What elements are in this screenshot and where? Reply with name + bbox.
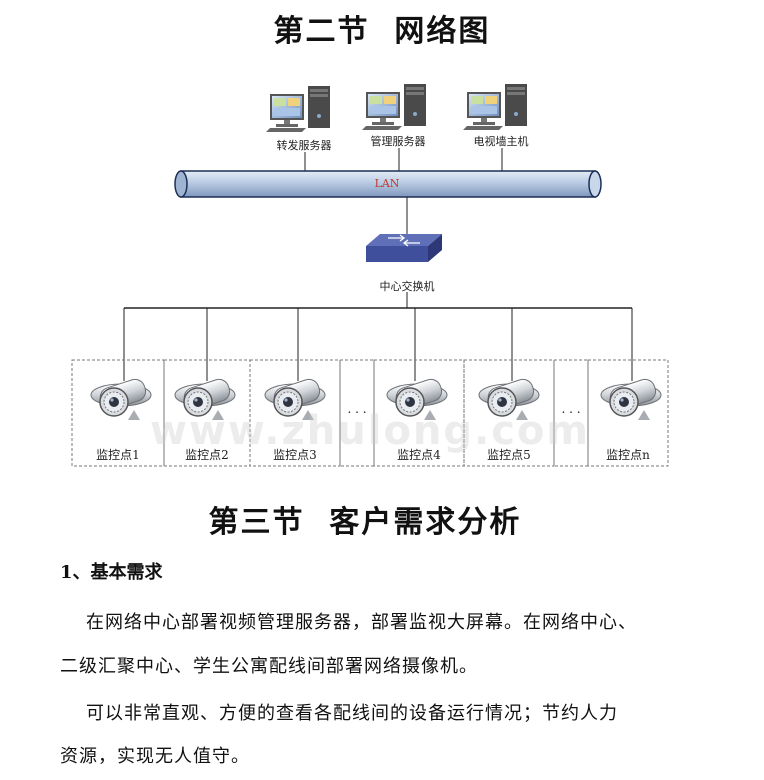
paragraph-line: 资源，实现无人值守。 [60, 746, 250, 767]
camera-label-1: 监控点1 [96, 448, 140, 462]
network-diagram [71, 84, 669, 467]
switch-icon [366, 234, 442, 262]
camera-icon [600, 376, 662, 421]
camera-icon [90, 376, 152, 421]
server-computer-icon [362, 84, 426, 130]
subheading-basic-requirements: 1、基本需求 [60, 562, 163, 583]
monitoring-point-boxes [71, 359, 669, 467]
server-label-management: 管理服务器 [370, 135, 426, 148]
section-title-requirements: 第三节 客户需求分析 [208, 505, 522, 540]
paragraph-line: 二级汇聚中心、学生公寓配线间部署网络摄像机。 [60, 656, 478, 677]
server-computer-icon [266, 86, 330, 132]
paragraph-line: 可以非常直观、方便的查看各配线间的设备运行情况；节约人力 [86, 703, 618, 724]
camera-label-3: 监控点3 [273, 448, 317, 462]
server-label-forwarding: 转发服务器 [276, 139, 332, 152]
camera-label-4: 监控点4 [397, 448, 441, 462]
camera-label-5: 监控点5 [487, 448, 531, 462]
lan-bus [174, 170, 602, 198]
ellipsis-indicator: . . . [347, 402, 367, 416]
server-label-video-wall: 电视墙主机 [473, 135, 529, 148]
switch-label: 中心交换机 [379, 280, 435, 293]
watermark: www.zhulong.com [150, 408, 591, 454]
ellipsis-indicator: . . . [561, 402, 581, 416]
server-computer-icon [463, 84, 527, 130]
camera-label-2: 监控点2 [185, 448, 229, 462]
paragraph-line: 在网络中心部署视频管理服务器，部署监视大屏幕。在网络中心、 [86, 612, 637, 633]
camera-label-n: 监控点n [606, 448, 650, 462]
section-title-network-diagram: 第二节 网络图 [273, 14, 491, 49]
lan-label: LAN [374, 177, 400, 190]
